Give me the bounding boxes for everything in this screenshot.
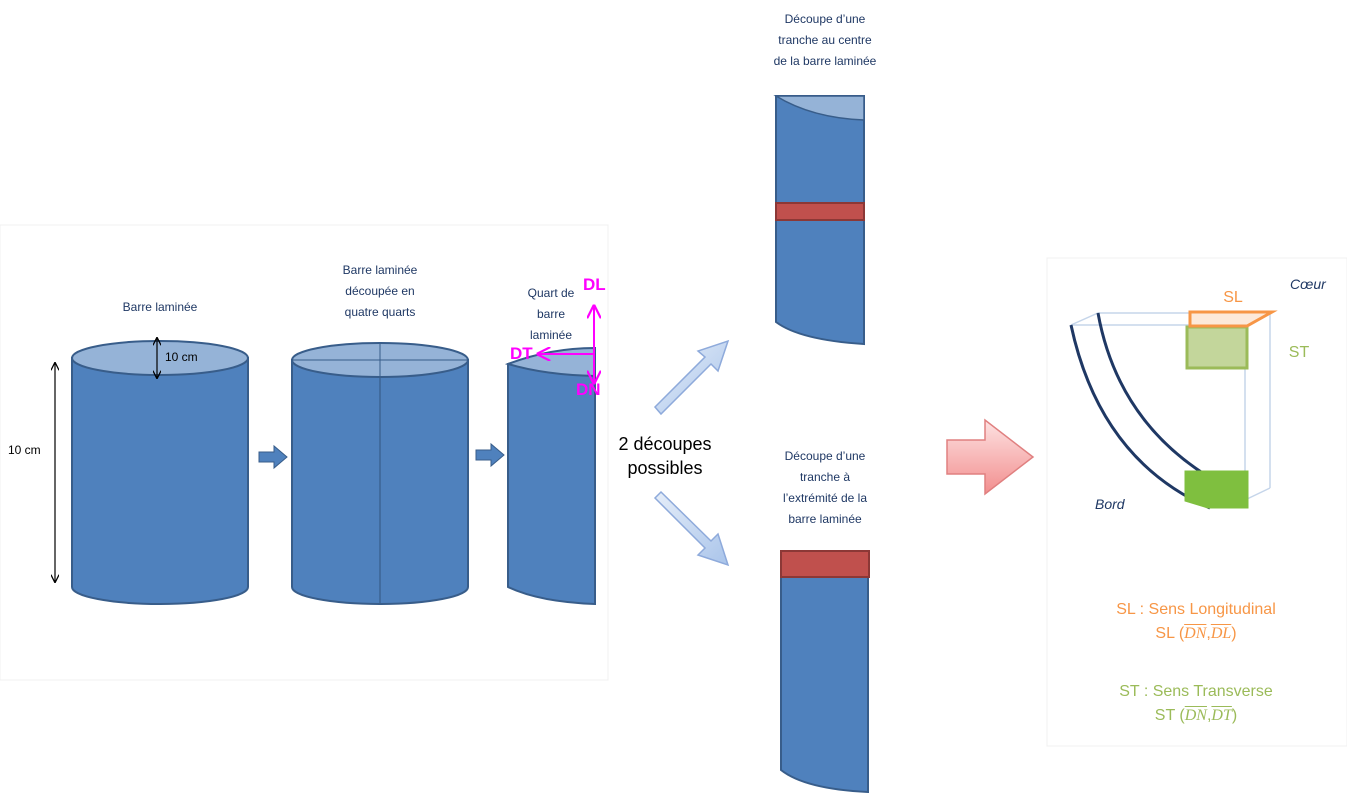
result-arrow-icon [946,418,1035,496]
specimen-schematic [1069,310,1278,510]
st-legend-vectors: ST (DN,DT) [1154,707,1238,724]
st-vector-dt: DT [1211,707,1232,724]
step-arrow-2-icon [475,442,505,468]
axis-triad [538,306,594,383]
full-bar-cylinder [71,340,249,605]
edge-sample [1184,470,1249,509]
quarter-bar-title-line-2: barre [536,307,565,321]
center-cut-title-line-1: Découpe d’une [784,12,866,26]
branch-label: 2 découpes possibles [600,432,730,480]
sl-legend-prefix: SL ( [1155,625,1185,642]
sl-legend: SL : Sens Longitudinal SL (DN,DL) [1065,598,1327,646]
quarter-bar-title-line-1: Quart de [527,286,575,300]
sl-tag: SL [1223,289,1243,306]
sl-legend-title: SL : Sens Longitudinal [1116,601,1276,618]
end-cut-title-line-3: l’extrémité de la [782,491,868,505]
quartered-bar-title-line-3: quatre quarts [344,305,416,319]
end-slice [780,550,870,578]
st-legend-title: ST : Sens Transverse [1119,683,1273,700]
quartered-bar-title: Barre laminée découpée en quatre quarts [310,260,450,323]
branch-label-line-1: 2 découpes [618,434,712,454]
quartered-bar-title-line-1: Barre laminée [342,263,418,277]
end-cut-title-line-4: barre laminée [788,512,862,526]
end-cut-title-line-1: Découpe d’une [784,449,866,463]
sl-legend-vectors: SL (DN,DL) [1155,625,1237,642]
quarter-bar-title-line-3: laminée [529,328,573,342]
end-cut-title: Découpe d’une tranche à l’extrémité de l… [750,446,900,530]
axis-dn-label: DN [576,380,601,399]
st-tag: ST [1288,344,1310,361]
center-slice [775,202,865,221]
core-label: Cœur [1290,276,1326,292]
sl-vector-dn: DN [1184,625,1207,642]
st-legend: ST : Sens Transverse ST (DN,DT) [1065,680,1327,728]
quartered-bar-cylinder [291,342,469,605]
quarter-bar-title: Quart de barre laminée [516,283,586,346]
center-slice-bar [773,95,865,346]
branch-label-line-2: possibles [627,458,703,478]
axis-dl-label: DL [583,275,606,294]
sl-vector-dl: DL [1210,625,1232,642]
st-sample [1185,325,1249,370]
height-label: 10 cm [8,443,41,457]
end-slice-bar [780,550,870,794]
edge-label: Bord [1095,496,1125,512]
radius-label: 10 cm [165,350,198,364]
st-legend-prefix: ST ( [1154,707,1185,724]
branch-arrow-down-icon [653,490,730,567]
axis-dt-label: DT [510,344,533,363]
end-cut-title-line-2: tranche à [799,470,851,484]
center-cut-title: Découpe d’une tranche au centre de la ba… [745,9,905,72]
center-cut-title-line-3: de la barre laminée [773,54,877,68]
st-vector-dn: DN [1184,707,1207,724]
step-arrow-1-icon [258,444,288,470]
full-bar-title: Barre laminée [122,300,198,314]
quartered-bar-title-line-2: découpée en [345,284,415,298]
branch-arrow-up-icon [653,339,730,416]
center-cut-title-line-2: tranche au centre [778,33,872,47]
sl-sample [1188,310,1278,328]
